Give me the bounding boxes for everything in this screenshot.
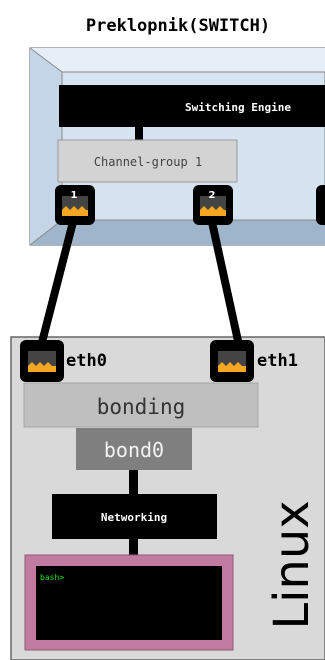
bond0-label: bond0 xyxy=(104,438,164,462)
terminal-screen xyxy=(36,566,222,640)
engine-channel-link xyxy=(135,125,143,142)
switch-port-2: 2 xyxy=(193,185,233,225)
switch-port-1-number: 1 xyxy=(71,190,78,201)
bond0-interface xyxy=(76,428,192,470)
bond-network-link xyxy=(129,470,138,495)
switch-port-partial xyxy=(316,185,325,225)
networking-label: Networking xyxy=(101,511,167,524)
terminal-prompt: bash> xyxy=(40,573,64,582)
switch-port-2-number: 2 xyxy=(209,190,216,201)
diagram-title: Preklopnik(SWITCH) xyxy=(86,16,270,36)
bonding-label: bonding xyxy=(97,395,186,419)
switching-engine-label: Switching Engine xyxy=(185,101,291,114)
cable-port2-eth1 xyxy=(208,218,244,354)
network-terminal-link xyxy=(129,539,138,557)
nic-label-eth1: eth1 xyxy=(257,351,298,371)
nic-label-eth0: eth0 xyxy=(66,351,107,371)
channel-group xyxy=(57,139,238,183)
bonding-module xyxy=(23,382,259,428)
networking-stack xyxy=(52,494,217,539)
nic-port-eth0 xyxy=(20,340,64,382)
linux-label: Linux xyxy=(264,500,320,629)
switching-engine xyxy=(59,85,325,127)
cable-port1-eth0 xyxy=(36,218,77,354)
channel-group-label: Channel-group 1 xyxy=(94,155,202,169)
switch-port-1: 1 xyxy=(55,185,95,225)
nic-port-eth1 xyxy=(210,340,254,382)
